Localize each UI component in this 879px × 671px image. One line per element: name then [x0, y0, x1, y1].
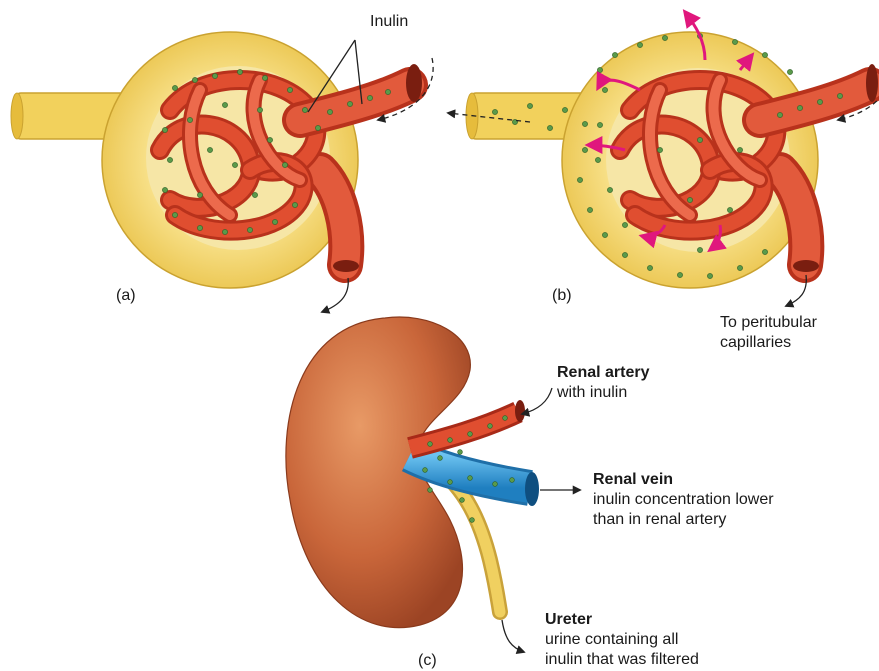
glomerulus-a [11, 32, 433, 312]
renal-artery-desc: with inulin [557, 383, 627, 402]
peritubular-label-line2: capillaries [720, 333, 791, 352]
ureter-title: Ureter [545, 610, 592, 629]
renal-vein-desc-line2: than in renal artery [593, 510, 726, 529]
panel-c-label: (c) [418, 651, 437, 670]
renal-vein-desc-line1: inulin concentration lower [593, 490, 774, 509]
panel-b-label: (b) [552, 286, 572, 305]
ureter-desc-line2: inulin that was filtered [545, 650, 699, 669]
flow-arrow-icon [502, 620, 524, 652]
peritubular-label-line1: To peritubular [720, 313, 817, 332]
ureter-desc-line1: urine containing all [545, 630, 678, 649]
flow-arrow-icon [522, 388, 552, 414]
renal-artery-title: Renal artery [557, 363, 650, 382]
inulin-label: Inulin [370, 12, 408, 31]
flow-arrow-icon [322, 278, 348, 312]
glomerulus-b [448, 12, 879, 306]
panel-a-label: (a) [116, 286, 136, 305]
kidney [286, 317, 580, 652]
renal-vein-title: Renal vein [593, 470, 673, 489]
